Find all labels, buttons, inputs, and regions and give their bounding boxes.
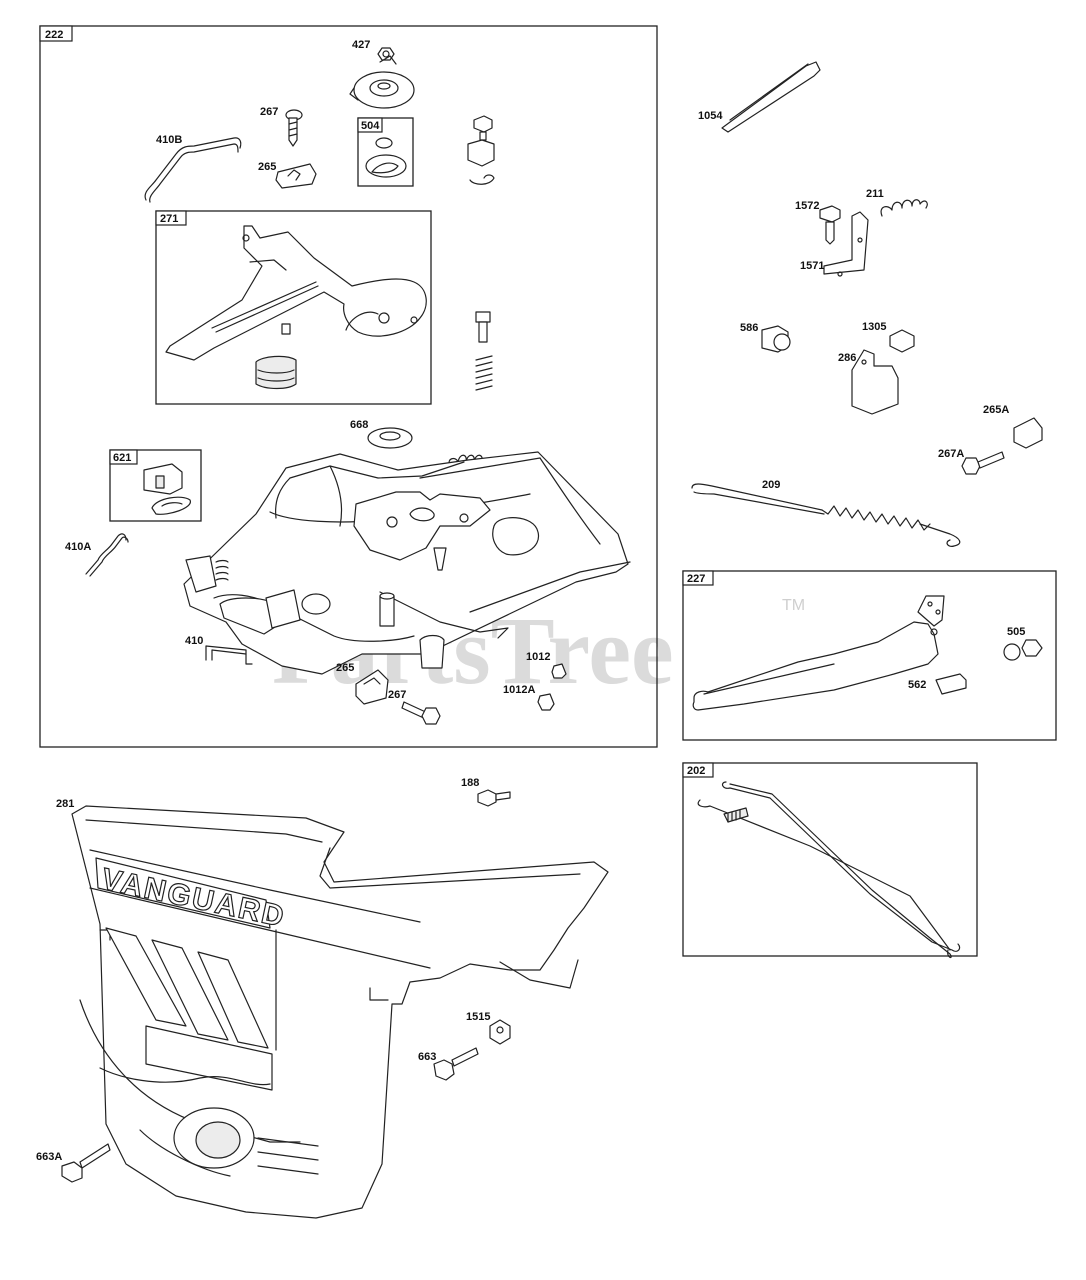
- label-586[interactable]: 586: [740, 322, 758, 334]
- group-222-tag-box: [39, 25, 73, 42]
- label-265-lower[interactable]: 265: [336, 662, 354, 674]
- bolt-663A-icon: [61, 1161, 83, 1183]
- label-267A[interactable]: 267A: [938, 448, 964, 460]
- group-227-tag[interactable]: 227: [687, 573, 705, 585]
- nut-505-icon: [1021, 639, 1043, 657]
- label-1571[interactable]: 1571: [800, 260, 824, 272]
- nut-1515-icon: [489, 1019, 511, 1045]
- label-562[interactable]: 562: [908, 679, 926, 691]
- group-222: 222: [39, 25, 658, 748]
- cover-window: [145, 1025, 273, 1091]
- rod-410-icon: [205, 645, 253, 665]
- rod-209-icon: [691, 483, 823, 511]
- label-265A[interactable]: 265A: [983, 404, 1009, 416]
- label-427[interactable]: 427: [352, 39, 370, 51]
- label-286[interactable]: 286: [838, 352, 856, 364]
- label-410[interactable]: 410: [185, 635, 203, 647]
- label-209[interactable]: 209: [762, 479, 780, 491]
- part-screw-nut-assembly: [467, 115, 495, 185]
- clip-265-upper-icon: [275, 163, 317, 189]
- group-621-tag[interactable]: 621: [113, 452, 131, 464]
- group-222-frame: [39, 25, 658, 748]
- bolt-icon: [478, 321, 488, 343]
- label-1572[interactable]: 1572: [795, 200, 819, 212]
- group-504-tag[interactable]: 504: [361, 120, 380, 132]
- screw-188-icon: [477, 789, 497, 807]
- label-410B[interactable]: 410B: [156, 134, 182, 146]
- speed-lever-icon: [353, 491, 491, 561]
- group-222-tag[interactable]: 222: [45, 29, 63, 41]
- screw-1572-icon: [819, 205, 841, 223]
- group-202: 202: [682, 762, 978, 959]
- part-bolt-spring: [475, 311, 493, 391]
- group-227: 227: [682, 570, 1057, 741]
- group-202-frame: [682, 762, 978, 957]
- group-621: 621: [109, 449, 202, 522]
- cable-tie-1054-icon: [721, 61, 821, 133]
- label-1012[interactable]: 1012: [526, 651, 550, 663]
- seal-504-icon: [375, 137, 393, 149]
- label-505[interactable]: 505: [1007, 626, 1025, 638]
- group-271: 271: [155, 210, 432, 405]
- label-211[interactable]: 211: [866, 188, 884, 200]
- label-663[interactable]: 663: [418, 1051, 436, 1063]
- bolt-663-icon: [433, 1059, 455, 1081]
- label-1012A[interactable]: 1012A: [503, 684, 535, 696]
- spring-209-icon: [821, 505, 931, 531]
- label-1515[interactable]: 1515: [466, 1011, 490, 1023]
- vent-slot-3: [197, 951, 269, 1049]
- screw-267A-icon: [961, 457, 981, 475]
- group-227-frame: [682, 570, 1057, 741]
- vent-slot-1: [105, 927, 187, 1027]
- bracket-1571-icon: [823, 211, 869, 275]
- watermark-tm: TM: [782, 597, 805, 614]
- label-668[interactable]: 668: [350, 419, 368, 431]
- label-1054[interactable]: 1054: [698, 110, 723, 122]
- group-504-frame: [357, 117, 414, 187]
- part-427: [349, 47, 415, 109]
- screw-1012A-icon: [537, 693, 555, 711]
- pin-562-icon: [935, 673, 967, 695]
- part-281-cover: VANGUARD: [71, 805, 609, 1219]
- lever-227-icon: [692, 621, 939, 711]
- label-663A[interactable]: 663A: [36, 1151, 62, 1163]
- rod-410A-icon: [85, 533, 127, 575]
- clip-265-lower-icon: [355, 669, 389, 705]
- nut-icon: [467, 139, 495, 167]
- group-621-frame: [109, 449, 202, 522]
- screw-1012-icon: [551, 663, 567, 679]
- control-bracket-271-icon: [165, 225, 427, 361]
- vent-slot-2: [151, 939, 229, 1041]
- label-1305[interactable]: 1305: [862, 321, 886, 333]
- label-410A[interactable]: 410A: [65, 541, 91, 553]
- group-271-tag[interactable]: 271: [160, 213, 178, 225]
- label-265-upper[interactable]: 265: [258, 161, 276, 173]
- label-267-upper[interactable]: 267: [260, 106, 278, 118]
- label-188[interactable]: 188: [461, 777, 479, 789]
- washer-505-icon: [1003, 643, 1021, 661]
- spring-icon: [475, 355, 493, 391]
- screw-1305-icon: [889, 329, 915, 353]
- rod-202-icon: [721, 781, 961, 952]
- brand-plate: [95, 857, 271, 929]
- label-281[interactable]: 281: [56, 798, 74, 810]
- group-504: 504: [357, 117, 414, 187]
- rod-410B-icon: [144, 137, 242, 201]
- group-202-tag[interactable]: 202: [687, 765, 705, 777]
- clip-265A-icon: [1013, 417, 1043, 449]
- group-271-frame: [155, 210, 432, 405]
- main-control-plate: [183, 451, 631, 675]
- label-267-lower[interactable]: 267: [388, 689, 406, 701]
- spring-211-icon: [880, 199, 928, 217]
- bracket-286-icon: [851, 349, 899, 415]
- part-267-upper: [285, 109, 303, 147]
